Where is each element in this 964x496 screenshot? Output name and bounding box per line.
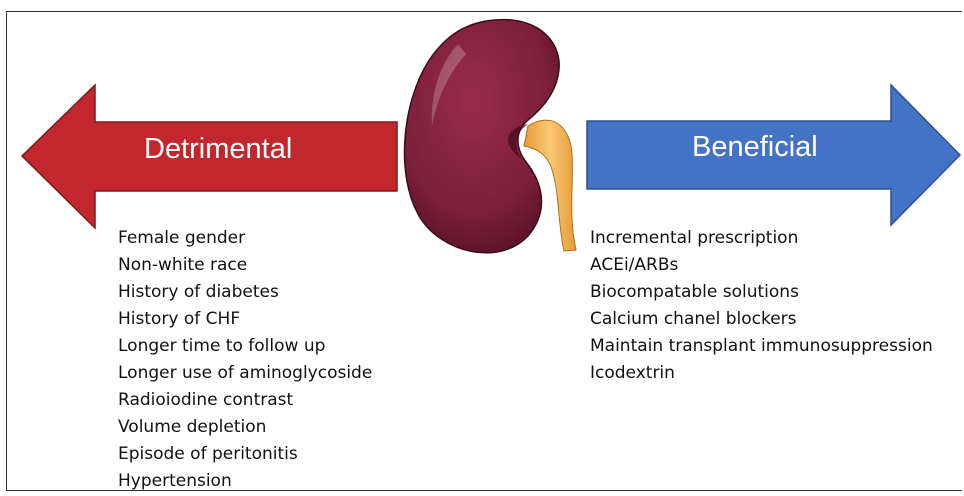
- detrimental-label: Detrimental: [144, 135, 292, 164]
- beneficial-item: ACEi/ARBs: [590, 252, 933, 279]
- beneficial-item: Calcium chanel blockers: [590, 306, 933, 333]
- detrimental-item: Female gender: [118, 225, 372, 252]
- beneficial-item: Icodextrin: [590, 360, 933, 387]
- detrimental-item: Non-white race: [118, 252, 372, 279]
- beneficial-item: Biocompatable solutions: [590, 279, 933, 306]
- beneficial-item: Incremental prescription: [590, 225, 933, 252]
- detrimental-item: Longer use of aminoglycoside: [118, 360, 372, 387]
- detrimental-item: Radioiodine contrast: [118, 387, 372, 414]
- beneficial-item: Maintain transplant immunosuppression: [590, 333, 933, 360]
- detrimental-item: History of diabetes: [118, 279, 372, 306]
- detrimental-item: Hypertension: [118, 468, 372, 495]
- detrimental-item: Episode of peritonitis: [118, 441, 372, 468]
- detrimental-item: History of CHF: [118, 306, 372, 333]
- beneficial-label: Beneficial: [692, 133, 818, 162]
- detrimental-item: Longer time to follow up: [118, 333, 372, 360]
- kidney-icon: [400, 14, 590, 259]
- detrimental-item: Volume depletion: [118, 414, 372, 441]
